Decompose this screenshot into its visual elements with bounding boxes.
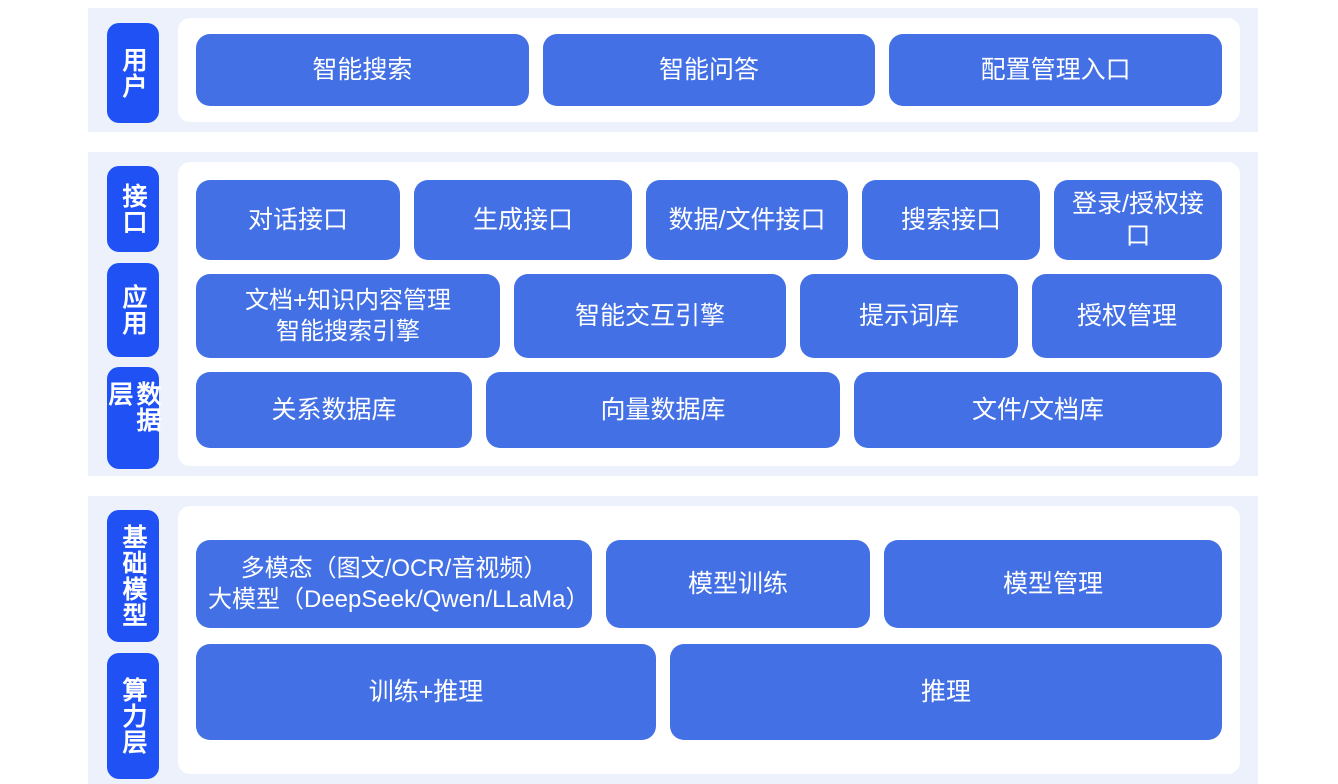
card-smart-search[interactable]: 智能搜索 — [196, 34, 529, 106]
rail-cell-application: 应用 — [88, 258, 178, 362]
card-smart-qa[interactable]: 智能问答 — [542, 34, 876, 106]
card-dialog-api[interactable]: 对话接口 — [196, 180, 400, 260]
rail-cell-user: 用户 — [88, 18, 178, 128]
rail-base: 基础模型 算力层 — [88, 496, 178, 784]
band-middle: 接口 应用 数据层 对话接口 生成接口 数据/文件接口 搜索接口 登录/授权接口… — [88, 152, 1258, 476]
card-vector-database[interactable]: 向量数据库 — [486, 371, 840, 448]
rail-cell-interface: 接口 — [88, 160, 178, 258]
rail-label-foundation-model[interactable]: 基础模型 — [107, 510, 159, 642]
rail-middle: 接口 应用 数据层 — [88, 152, 178, 476]
card-config-management-entry[interactable]: 配置管理入口 — [889, 34, 1223, 106]
row-data: 关系数据库 向量数据库 文件/文档库 — [196, 371, 1222, 448]
card-data-file-api[interactable]: 数据/文件接口 — [646, 180, 848, 260]
panel-middle: 对话接口 生成接口 数据/文件接口 搜索接口 登录/授权接口 文档+知识内容管理… — [178, 162, 1240, 466]
card-file-document-store[interactable]: 文件/文档库 — [854, 371, 1222, 448]
card-relational-database[interactable]: 关系数据库 — [196, 371, 472, 448]
card-model-management[interactable]: 模型管理 — [884, 540, 1222, 628]
row-application: 文档+知识内容管理 智能搜索引擎 智能交互引擎 提示词库 授权管理 — [196, 274, 1222, 358]
row-compute: 训练+推理 推理 — [196, 644, 1222, 740]
row-interface: 对话接口 生成接口 数据/文件接口 搜索接口 登录/授权接口 — [196, 180, 1222, 260]
card-document-knowledge-management[interactable]: 文档+知识内容管理 智能搜索引擎 — [196, 274, 500, 358]
rail-cell-data-layer: 数据层 — [88, 362, 178, 474]
rail-label-user[interactable]: 用户 — [107, 23, 159, 123]
card-multimodal-large-model[interactable]: 多模态（图文/OCR/音视频） 大模型（DeepSeek/Qwen/LLaMa） — [196, 540, 592, 628]
card-training-and-inference[interactable]: 训练+推理 — [196, 644, 656, 740]
card-generation-api[interactable]: 生成接口 — [414, 180, 632, 260]
rail-cell-compute-layer: 算力层 — [88, 648, 178, 784]
row-user-entries: 智能搜索 智能问答 配置管理入口 — [196, 34, 1223, 106]
band-base: 基础模型 算力层 多模态（图文/OCR/音视频） 大模型（DeepSeek/Qw… — [88, 496, 1258, 784]
panel-base: 多模态（图文/OCR/音视频） 大模型（DeepSeek/Qwen/LLaMa）… — [178, 506, 1240, 774]
rail-user: 用户 — [88, 8, 178, 132]
panel-user: 智能搜索 智能问答 配置管理入口 — [178, 18, 1240, 122]
rail-cell-foundation-model: 基础模型 — [88, 504, 178, 648]
rail-label-interface[interactable]: 接口 — [107, 166, 159, 252]
band-user: 用户 智能搜索 智能问答 配置管理入口 — [88, 8, 1258, 132]
rail-label-application[interactable]: 应用 — [107, 263, 159, 357]
card-authorization-management[interactable]: 授权管理 — [1032, 274, 1222, 358]
card-smart-interaction-engine[interactable]: 智能交互引擎 — [514, 274, 786, 358]
rail-label-data-layer[interactable]: 数据层 — [105, 367, 161, 469]
card-inference[interactable]: 推理 — [670, 644, 1222, 740]
rail-label-compute-layer[interactable]: 算力层 — [107, 653, 159, 779]
card-prompt-library[interactable]: 提示词库 — [800, 274, 1018, 358]
row-model: 多模态（图文/OCR/音视频） 大模型（DeepSeek/Qwen/LLaMa）… — [196, 540, 1222, 628]
card-model-training[interactable]: 模型训练 — [606, 540, 870, 628]
card-search-api[interactable]: 搜索接口 — [862, 180, 1040, 260]
card-login-auth-api[interactable]: 登录/授权接口 — [1054, 180, 1222, 260]
